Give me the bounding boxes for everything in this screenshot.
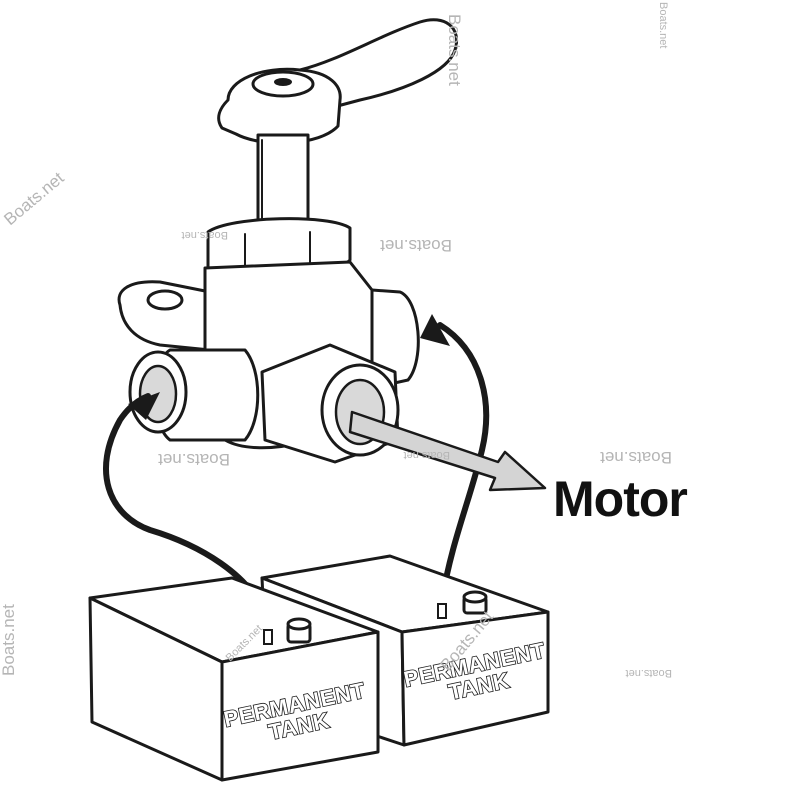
motor-label: Motor [553, 471, 687, 527]
watermark: Boats.net [600, 448, 672, 467]
watermark: Boats.net [445, 14, 464, 86]
watermark: Boats.net [657, 2, 669, 48]
watermark: Boats.net [404, 449, 450, 461]
watermark: Boats.net [0, 604, 18, 676]
valve-body [117, 260, 420, 464]
fuel-line-right [420, 314, 490, 603]
watermark: Boats.net [0, 168, 67, 229]
valve-handle [217, 18, 458, 145]
tank-left: PERMANENT TANK [88, 576, 380, 782]
fuel-line-left [103, 392, 268, 618]
watermark: Boats.net [626, 667, 672, 679]
flow-arrow-to-motor [348, 410, 547, 492]
watermark: Boats.net [158, 450, 230, 469]
watermark: Boats.net [380, 236, 452, 255]
watermark: Boats.net [182, 229, 228, 241]
